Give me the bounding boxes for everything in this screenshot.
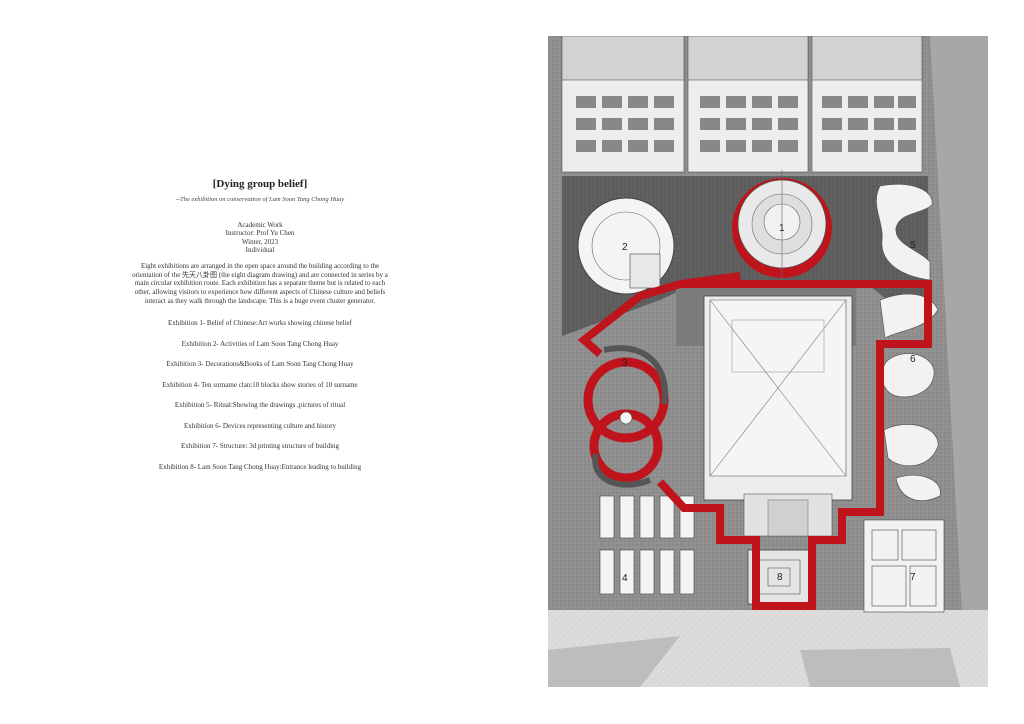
zone-label-2: 2 — [622, 242, 628, 253]
project-subtitle: --The exhibition on conservation of Lam … — [175, 196, 345, 203]
exhibition-item-1: Exhibition 1- Belief of Chinese:Art work… — [168, 319, 352, 328]
exhibition-item-8: Exhibition 8- Lam Soon Tang Chong Huay:E… — [158, 462, 362, 471]
exhibition-zone-6 — [881, 353, 941, 502]
meta-work-type: Academic Work — [237, 221, 283, 229]
zone-label-5: 5 — [910, 240, 916, 251]
right-road — [930, 36, 988, 687]
project-description: Eight exhibitions are arranged in the op… — [132, 262, 388, 305]
exhibition-item-4: Exhibition 4- Ten surname clan:10 blocks… — [162, 380, 358, 389]
zone-label-8: 8 — [777, 572, 783, 583]
zone-label-3: 3 — [622, 358, 628, 369]
exhibition-zone-5 — [876, 183, 939, 339]
residential-blocks — [561, 36, 923, 173]
exhibition-zone-7 — [863, 519, 945, 613]
exhibition-item-5: Exhibition 5- Ritual:Showing the drawing… — [174, 401, 346, 410]
exhibition-zone-3 — [583, 345, 669, 488]
meta-term: Winter, 2023 — [241, 237, 279, 246]
meta-individual: Individual — [245, 245, 275, 254]
exhibition-zone-1 — [732, 170, 832, 280]
site-plan-drawing: 1 2 3 4 5 6 7 8 — [548, 36, 988, 687]
zone-label-4: 4 — [622, 573, 628, 584]
exhibition-item-3: Exhibition 3- Decorations&Books of Lam S… — [166, 360, 354, 369]
exhibition-zone-4 — [599, 495, 695, 595]
lower-right-wedge — [800, 648, 960, 687]
project-title: [Dying group belief] — [212, 178, 308, 190]
main-temple-building — [703, 295, 853, 537]
project-text-panel: [Dying group belief] --The exhibition on… — [130, 178, 390, 483]
lower-left-wedge — [548, 636, 680, 687]
zone-label-6: 6 — [910, 354, 916, 365]
meta-instructor: Instructor: Prof Yu Chen — [225, 229, 295, 238]
zone-label-1: 1 — [779, 223, 785, 234]
exhibition-item-2: Exhibition 2- Activities of Lam Soon Tan… — [181, 339, 339, 348]
exhibition-zone-2 — [577, 197, 675, 295]
zone-label-7: 7 — [910, 572, 916, 583]
exhibition-item-7: Exhibition 7- Structure: 3d printing str… — [180, 442, 340, 451]
main-exhibition-route — [577, 272, 932, 610]
exhibition-item-6: Exhibition 6- Devices representing cultu… — [183, 421, 336, 430]
